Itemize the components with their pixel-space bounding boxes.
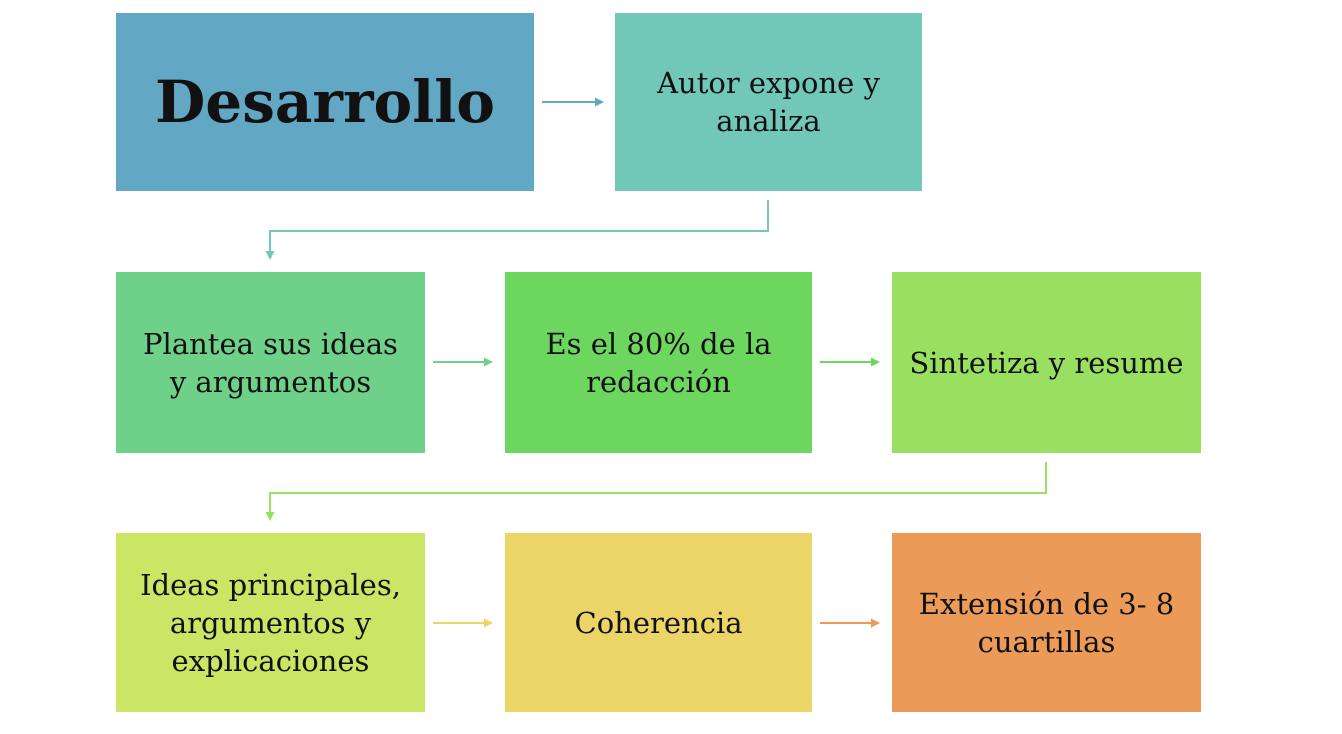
node-desarrollo: Desarrollo xyxy=(116,13,534,191)
node-sintetiza: Sintetiza y resume xyxy=(892,272,1201,453)
node-coherencia: Coherencia xyxy=(505,533,812,712)
arrowhead-ideas-to-coherencia xyxy=(484,618,493,628)
arrowhead-desarrollo-to-autor xyxy=(595,97,604,107)
arrowhead-coherencia-to-extension xyxy=(871,618,880,628)
arrowhead-sintetiza-to-ideas xyxy=(265,512,275,521)
node-plantea-ideas: Plantea sus ideas y argumentos xyxy=(116,272,425,453)
arrow-autor-to-plantea xyxy=(269,200,769,252)
arrowhead-autor-to-plantea xyxy=(265,251,275,260)
node-ideas-principales: Ideas principales, argumentos y explicac… xyxy=(116,533,425,712)
node-ochenta-por-ciento: Es el 80% de la redacción xyxy=(505,272,812,453)
node-autor-expone: Autor expone y analiza xyxy=(615,13,922,191)
arrow-sintetiza-to-ideas xyxy=(269,462,1047,513)
arrowhead-plantea-to-ochenta xyxy=(484,357,493,367)
node-extension: Extensión de 3- 8 cuartillas xyxy=(892,533,1201,712)
arrowhead-ochenta-to-sintetiza xyxy=(871,357,880,367)
